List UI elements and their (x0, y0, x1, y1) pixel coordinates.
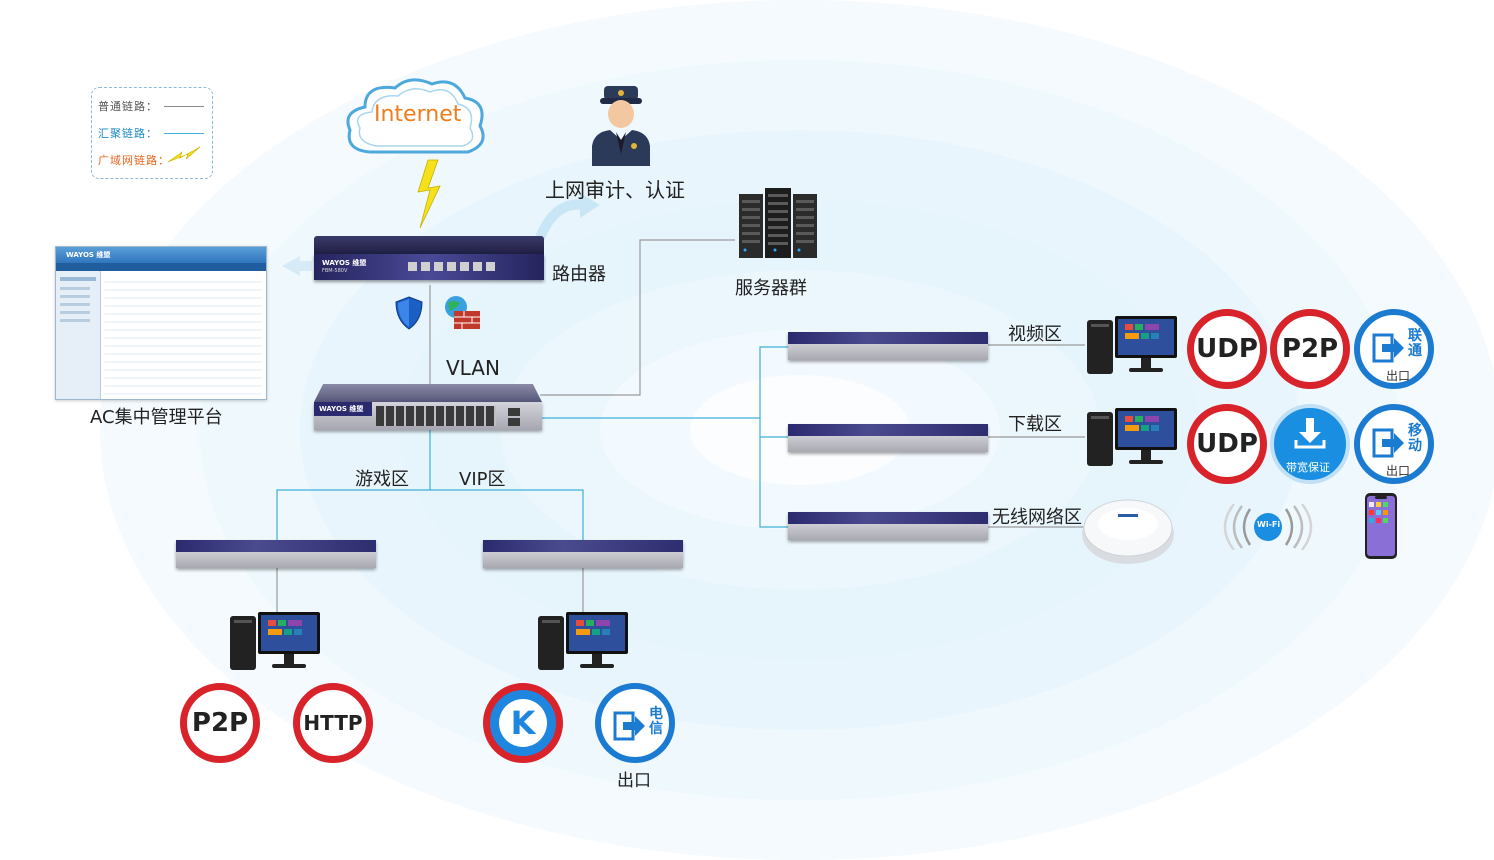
audit-label: 上网审计、认证 (545, 178, 685, 202)
telecom-label: 电信 (649, 706, 663, 737)
core-switch-ports (376, 406, 496, 426)
ac-platform-brand: WAYOS 维盟 (66, 251, 111, 259)
wireless-zone-label: 无线网络区 (992, 507, 1082, 528)
internet-label: Internet (374, 102, 462, 127)
exit-label: 出口 (1386, 464, 1411, 478)
exit-label: 出口 (1386, 369, 1411, 383)
bandwidth-label: 带宽保证 (1286, 461, 1330, 474)
vip-zone-switch (483, 540, 683, 568)
wifi-label: Wi-Fi (1257, 520, 1281, 529)
server-rack-icon (739, 188, 817, 258)
udp-badge-video: UDP (1187, 309, 1267, 389)
legend-box: 普通链路： 汇聚链路： 广域网链路： (91, 87, 213, 179)
k-badge: K (483, 683, 563, 763)
download-zone-switch (788, 424, 988, 452)
http-badge-game: HTTP (293, 683, 373, 763)
ac-platform-window: WAYOS 维盟 (55, 246, 267, 400)
legend-aggregate-label: 汇聚链路： (98, 127, 158, 140)
k-label: K (510, 704, 536, 742)
p2p-badge-video: P2P (1270, 309, 1350, 389)
video-zone-label: 视频区 (1008, 324, 1062, 345)
download-zone-label: 下载区 (1008, 414, 1062, 435)
bandwidth-guarantee-badge: 带宽保证 (1270, 404, 1350, 484)
exit-arrow-icon (613, 711, 645, 741)
smartphone-icon (1365, 493, 1397, 559)
router-model: FBM-580V (322, 268, 348, 274)
wifi-signal-icon (1223, 504, 1313, 550)
unicom-exit-badge: 联通 出口 (1354, 309, 1434, 389)
unicom-label: 联通 (1408, 328, 1422, 359)
game-zone-label: 游戏区 (355, 469, 409, 490)
lightning-icon (167, 146, 201, 163)
core-switch-brand: WAYOS 维盟 (319, 405, 364, 413)
game-zone-switch (176, 540, 376, 568)
core-switch-device: WAYOS 维盟 (314, 384, 542, 430)
vip-zone-label: VIP区 (459, 469, 506, 490)
firewall-icon (445, 296, 480, 329)
cloud-icon (346, 78, 485, 154)
vlan-label: VLAN (446, 356, 500, 380)
router-device: WAYOS 维盟 FBM-580V (314, 236, 544, 282)
legend-normal-label: 普通链路： (98, 100, 158, 113)
telecom-exit-badge: 电信 (595, 683, 675, 763)
wireless-zone-switch (788, 512, 988, 540)
download-icon (1294, 418, 1326, 449)
video-zone-switch (788, 332, 988, 360)
p2p-badge-game: P2P (180, 683, 260, 763)
shield-icon (395, 296, 423, 330)
ac-platform-label: AC集中管理平台 (90, 407, 223, 428)
access-point-icon (1082, 499, 1174, 564)
legend-aggregate-line (164, 133, 204, 134)
mobile-label: 移动 (1408, 423, 1422, 454)
legend-wan-label: 广域网链路： (98, 154, 170, 167)
mobile-exit-badge: 移动 出口 (1354, 404, 1434, 484)
legend-normal-line (164, 106, 204, 107)
police-officer-icon (592, 86, 650, 166)
router-brand: WAYOS 维盟 (322, 259, 367, 267)
servers-label: 服务器群 (735, 278, 807, 299)
udp-badge-download: UDP (1187, 404, 1267, 484)
exit-arrow-icon (1372, 428, 1404, 458)
exit-arrow-icon (1372, 333, 1404, 363)
router-ports (408, 262, 495, 271)
router-label: 路由器 (552, 264, 606, 285)
download-zone-pc-icon (1087, 408, 1177, 466)
game-zone-pc-icon (230, 612, 320, 670)
video-zone-pc-icon (1087, 316, 1177, 374)
telecom-exit-label: 出口 (617, 771, 651, 791)
vip-zone-pc-icon (538, 612, 628, 670)
